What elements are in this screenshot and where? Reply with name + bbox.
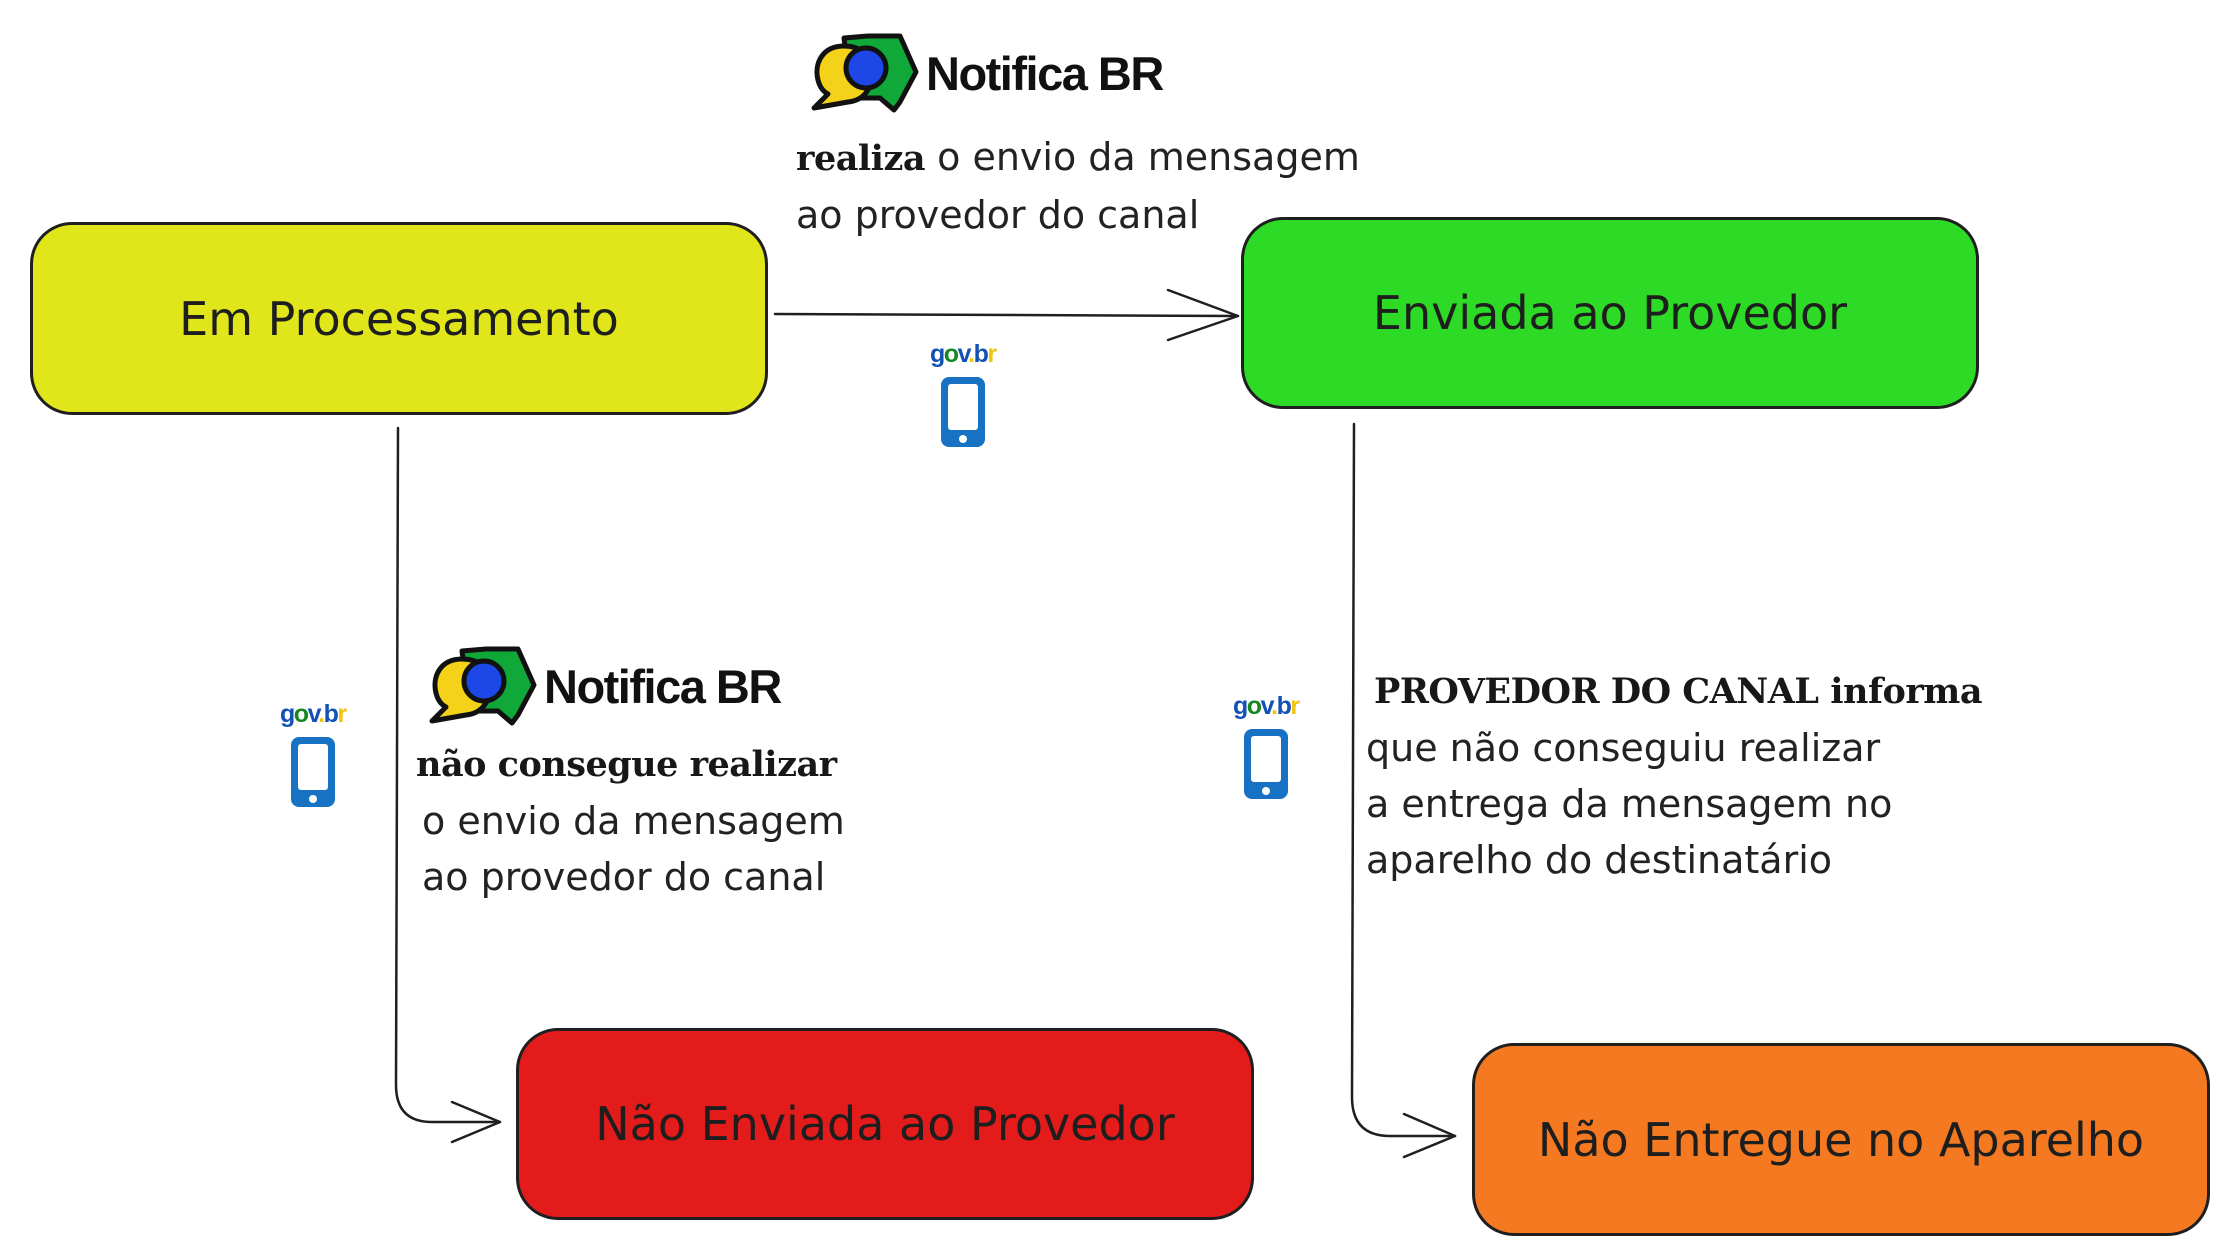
note-top-bold: realiza (796, 138, 926, 179)
govbr-phone-badge: gov.br (280, 700, 347, 810)
state-nao-enviada-ao-provedor: Não Enviada ao Provedor (516, 1028, 1254, 1220)
note-left-line3: ao provedor do canal (422, 855, 826, 899)
arrow-enviada-to-nao-entregue (1350, 422, 1457, 1159)
phone-icon (940, 377, 985, 447)
arrow-processamento-to-enviada (773, 288, 1240, 342)
govbr-wordmark: gov.br (280, 700, 347, 728)
note-top: realiza o envio da mensagem ao provedor … (796, 129, 1360, 243)
phone-icon (290, 737, 335, 807)
note-top-line1-rest: o envio da mensagem (925, 135, 1360, 179)
note-top-line1: realiza o envio da mensagem (796, 129, 1360, 187)
note-right-bold: PROVEDOR DO CANAL informa (1374, 671, 1983, 712)
note-right-line4: aparelho do destinatário (1366, 838, 1833, 882)
phone-icon (1243, 729, 1288, 799)
state-nao-entregue-no-aparelho: Não Entregue no Aparelho (1472, 1043, 2210, 1236)
note-right-line3: a entrega da mensagem no (1366, 782, 1893, 826)
note-top-line2: ao provedor do canal (796, 193, 1200, 237)
state-nao-enviada-ao-provedor-label: Não Enviada ao Provedor (595, 1097, 1175, 1151)
arrow-processamento-to-nao-enviada (394, 426, 502, 1144)
note-left-line2: o envio da mensagem (422, 799, 845, 843)
notifica-br-logo-icon (811, 33, 919, 113)
govbr-wordmark: gov.br (930, 340, 997, 368)
notifica-br-logo-text: Notifica BR (926, 46, 1164, 100)
notifica-br-logo: Notifica BR (810, 32, 1164, 114)
state-em-processamento-label: Em Processamento (179, 291, 619, 346)
note-left: não consegue realizar o envio da mensage… (416, 737, 845, 905)
notifica-br-logo: Notifica BR (428, 645, 782, 727)
note-left-bold: não consegue realizar (416, 744, 837, 785)
govbr-phone-badge: gov.br (1233, 692, 1300, 802)
govbr-phone-badge: gov.br (930, 340, 997, 450)
state-nao-entregue-no-aparelho-label: Não Entregue no Aparelho (1537, 1112, 2145, 1167)
note-right: PROVEDOR DO CANAL informa que não conseg… (1366, 664, 1983, 888)
state-enviada-ao-provedor: Enviada ao Provedor (1241, 217, 1979, 409)
notifica-br-logo-icon (429, 646, 537, 726)
note-right-line2: que não conseguiu realizar (1366, 726, 1881, 770)
notifica-br-logo-text: Notifica BR (544, 659, 782, 713)
state-enviada-ao-provedor-label: Enviada ao Provedor (1372, 286, 1848, 340)
govbr-wordmark: gov.br (1233, 692, 1300, 720)
state-em-processamento: Em Processamento (30, 222, 768, 415)
